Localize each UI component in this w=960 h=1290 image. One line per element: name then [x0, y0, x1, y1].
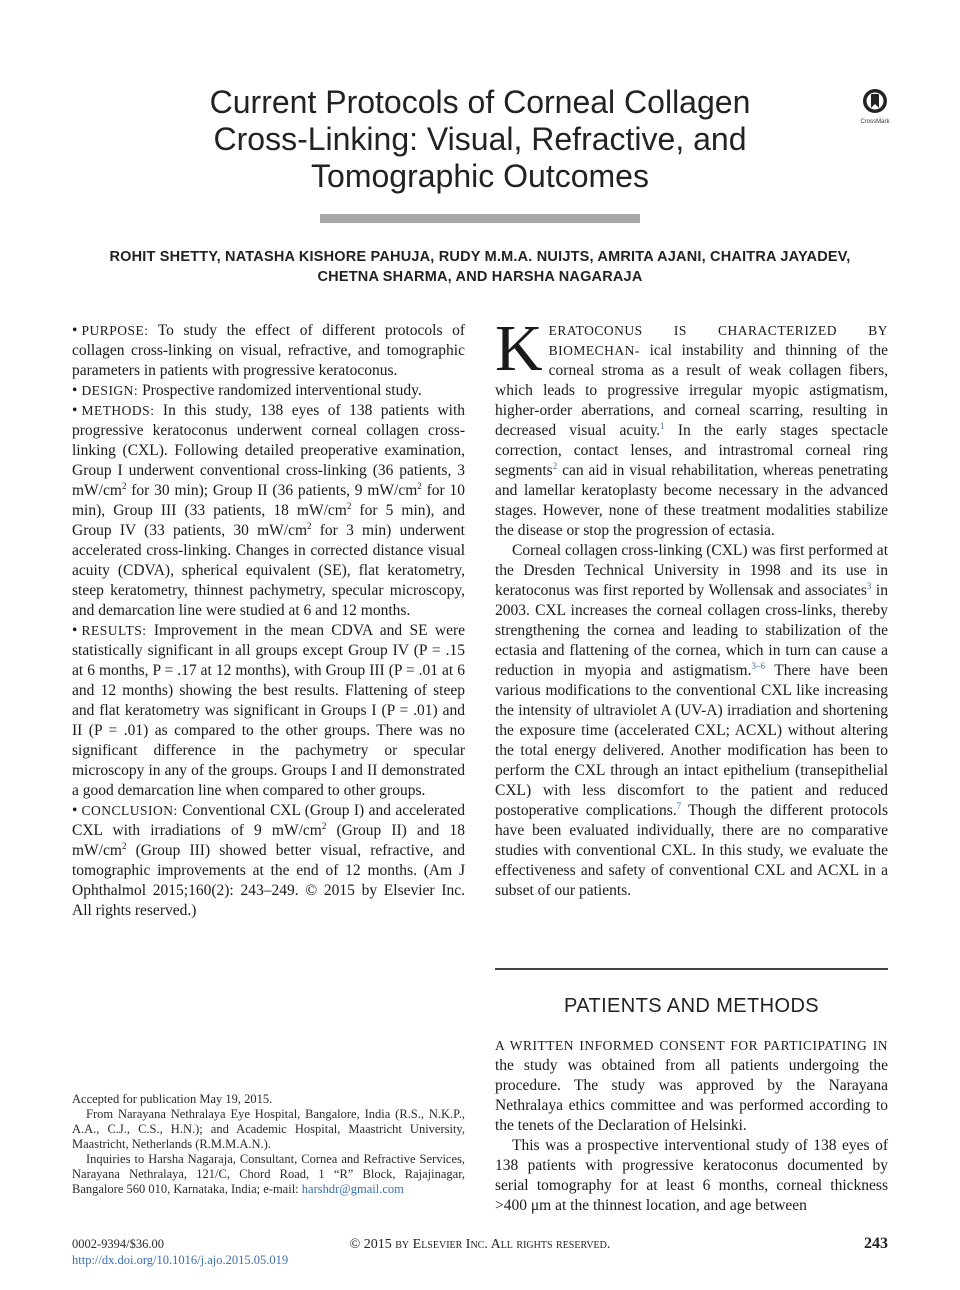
superscript: 2: [121, 480, 127, 491]
citation-link[interactable]: 1: [660, 420, 665, 431]
methods-text: for 10 min), Group III (33 patients, 18 …: [72, 482, 466, 519]
crossmark-label: CrossMark: [860, 119, 890, 125]
copyright: © 2015 by Elsevier Inc. All rights reser…: [349, 1237, 611, 1252]
intro-text: In the early stages spectacle correction…: [495, 422, 888, 479]
correspondence-note: Inquiries to Harsha Nagaraja, Consultant…: [72, 1152, 465, 1197]
citation-link[interactable]: 3: [866, 580, 872, 591]
superscript: 2: [321, 820, 327, 831]
intro-text: There have been various modifications to…: [495, 662, 889, 819]
abstract-conclusion: •CONCLUSION: Conventional CXL (Group I) …: [72, 801, 465, 921]
intro-text: in 2003. CXL increases the corneal colla…: [495, 582, 888, 679]
email-link[interactable]: harshdr@gmail.com: [301, 1182, 404, 1196]
superscript: 2: [417, 480, 422, 491]
citation-link[interactable]: 2: [552, 460, 558, 471]
doi-link[interactable]: http://dx.doi.org/10.1016/j.ajo.2015.05.…: [72, 1253, 289, 1267]
methods-text: the study was obtained from all patients…: [495, 1057, 888, 1134]
results-label: RESULTS:: [81, 623, 147, 638]
methods-text: In this study, 138 eyes of 138 patients …: [72, 402, 466, 499]
title-line: Current Protocols of Corneal Collagen: [209, 84, 751, 120]
intro-lead: ERATOCONUS IS CHARACTERIZED BY BIOMECHAN…: [548, 323, 888, 358]
intro-paragraph: Corneal collagen cross-linking (CXL) was…: [495, 541, 888, 901]
section-divider: [495, 968, 888, 970]
citation-link[interactable]: 7: [676, 800, 682, 811]
superscript: 2: [307, 520, 312, 531]
intro-text: ical instability and thinning of the cor…: [495, 342, 888, 439]
article-title: Current Protocols of Corneal Collagen Cr…: [150, 84, 810, 195]
bullet: •: [72, 622, 78, 639]
page-number: 243: [864, 1235, 888, 1252]
author-list: ROHIT SHETTY, NATASHA KISHORE PAHUJA, RU…: [70, 247, 890, 287]
purpose-text: To study the effect of different protoco…: [72, 322, 465, 379]
methods-text: for 30 min); Group II (36 patients, 9 mW…: [126, 482, 418, 499]
conclusion-label: CONCLUSION:: [81, 803, 178, 818]
abstract: •PURPOSE: To study the effect of differe…: [72, 321, 465, 921]
footnotes: Accepted for publication May 19, 2015. F…: [72, 1092, 465, 1197]
methods-text: for 5 min), and Group IV (33 patients, 3…: [72, 502, 465, 539]
bullet: •: [72, 402, 78, 419]
issn: 0002-9394/$36.00: [72, 1237, 165, 1251]
results-text: Improvement in the mean CDVA and SE were…: [72, 622, 465, 799]
affiliation-note: From Narayana Nethralaya Eye Hospital, B…: [72, 1107, 465, 1151]
correspondence-text: Inquiries to Harsha Nagaraja, Consultant…: [72, 1152, 465, 1196]
design-label: DESIGN:: [81, 383, 139, 398]
purpose-label: PURPOSE:: [81, 323, 149, 338]
title-divider: [320, 214, 640, 223]
methods-text: for 3 min) underwent accelerated cross-l…: [72, 522, 465, 619]
author-line: CHETNA SHARMA, AND HARSHA NAGARAJA: [317, 269, 643, 285]
accepted-note: Accepted for publication May 19, 2015.: [72, 1092, 273, 1106]
abstract-methods: •METHODS: In this study, 138 eyes of 138…: [72, 401, 465, 621]
intro-text: Though the different protocols have been…: [495, 802, 888, 899]
section-heading: PATIENTS AND METHODS: [563, 995, 820, 1017]
bullet: •: [72, 802, 78, 819]
methods-paragraph: This was a prospective interventional st…: [495, 1137, 888, 1214]
title-line: Tomographic Outcomes: [311, 158, 649, 194]
superscript: 2: [346, 500, 352, 511]
bullet: •: [72, 382, 78, 399]
conclusion-text: Conventional CXL (Group I) and accelerat…: [72, 802, 466, 839]
citation-link[interactable]: 3–6: [751, 660, 765, 671]
author-line: ROHIT SHETTY, NATASHA KISHORE PAHUJA, RU…: [109, 249, 851, 265]
methods-label: METHODS:: [81, 403, 155, 418]
methods-lead: A WRITTEN INFORMED CONSENT FOR PARTICIPA…: [495, 1038, 888, 1053]
abstract-results: •RESULTS: Improvement in the mean CDVA a…: [72, 621, 465, 801]
conclusion-text: (Group II) and 18 mW/cm: [72, 822, 465, 859]
conclusion-text: (Group III) showed better visual, refrac…: [72, 842, 465, 919]
intro-text: Corneal collagen cross-linking (CXL) was…: [495, 542, 888, 599]
abstract-design: •DESIGN: Prospective randomized interven…: [72, 381, 465, 401]
crossmark-icon: [863, 89, 887, 113]
drop-cap: K: [495, 312, 543, 385]
title-line: Cross-Linking: Visual, Refractive, and: [213, 121, 747, 157]
superscript: 2: [121, 840, 127, 851]
methods-paragraph: A WRITTEN INFORMED CONSENT FOR PARTICIPA…: [495, 1036, 888, 1136]
design-text: Prospective randomized interventional st…: [142, 382, 422, 399]
crossmark-badge[interactable]: CrossMark: [858, 88, 892, 125]
abstract-purpose: •PURPOSE: To study the effect of differe…: [72, 321, 465, 381]
intro-text: can aid in visual rehabilitation, wherea…: [495, 462, 888, 539]
bullet: •: [72, 322, 78, 339]
methods-section: A WRITTEN INFORMED CONSENT FOR PARTICIPA…: [495, 1036, 888, 1216]
